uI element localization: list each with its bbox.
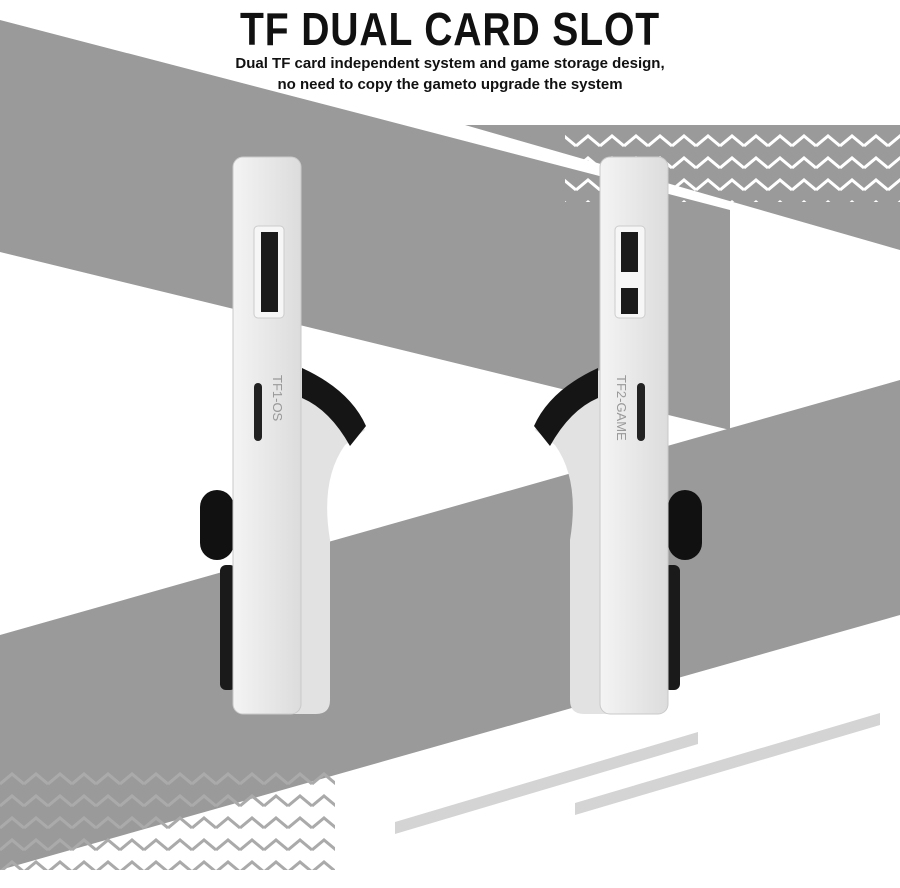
slot-label-tf1: TF1-OS	[270, 375, 285, 422]
subtitle-line-1: Dual TF card independent system and game…	[235, 55, 665, 72]
buttons	[220, 565, 236, 690]
subtitle-line-2: no need to copy the gameto upgrade the s…	[277, 76, 623, 93]
gray-band-upper	[0, 20, 730, 430]
slot-label-tf2: TF2-GAME	[614, 375, 629, 441]
light-stripe-1	[395, 732, 698, 834]
device-left: TF1-OS	[200, 156, 366, 715]
joystick-icon	[668, 490, 702, 560]
light-stripe-2	[575, 713, 880, 815]
joystick-icon	[200, 490, 234, 560]
sd-slot-icon	[621, 232, 638, 272]
zigzag-pattern-bottom	[0, 765, 335, 870]
device-right: TF2-GAME	[534, 156, 702, 715]
sd-slot-icon	[261, 232, 278, 312]
page-title: TF DUAL CARD SLOT	[240, 3, 660, 55]
